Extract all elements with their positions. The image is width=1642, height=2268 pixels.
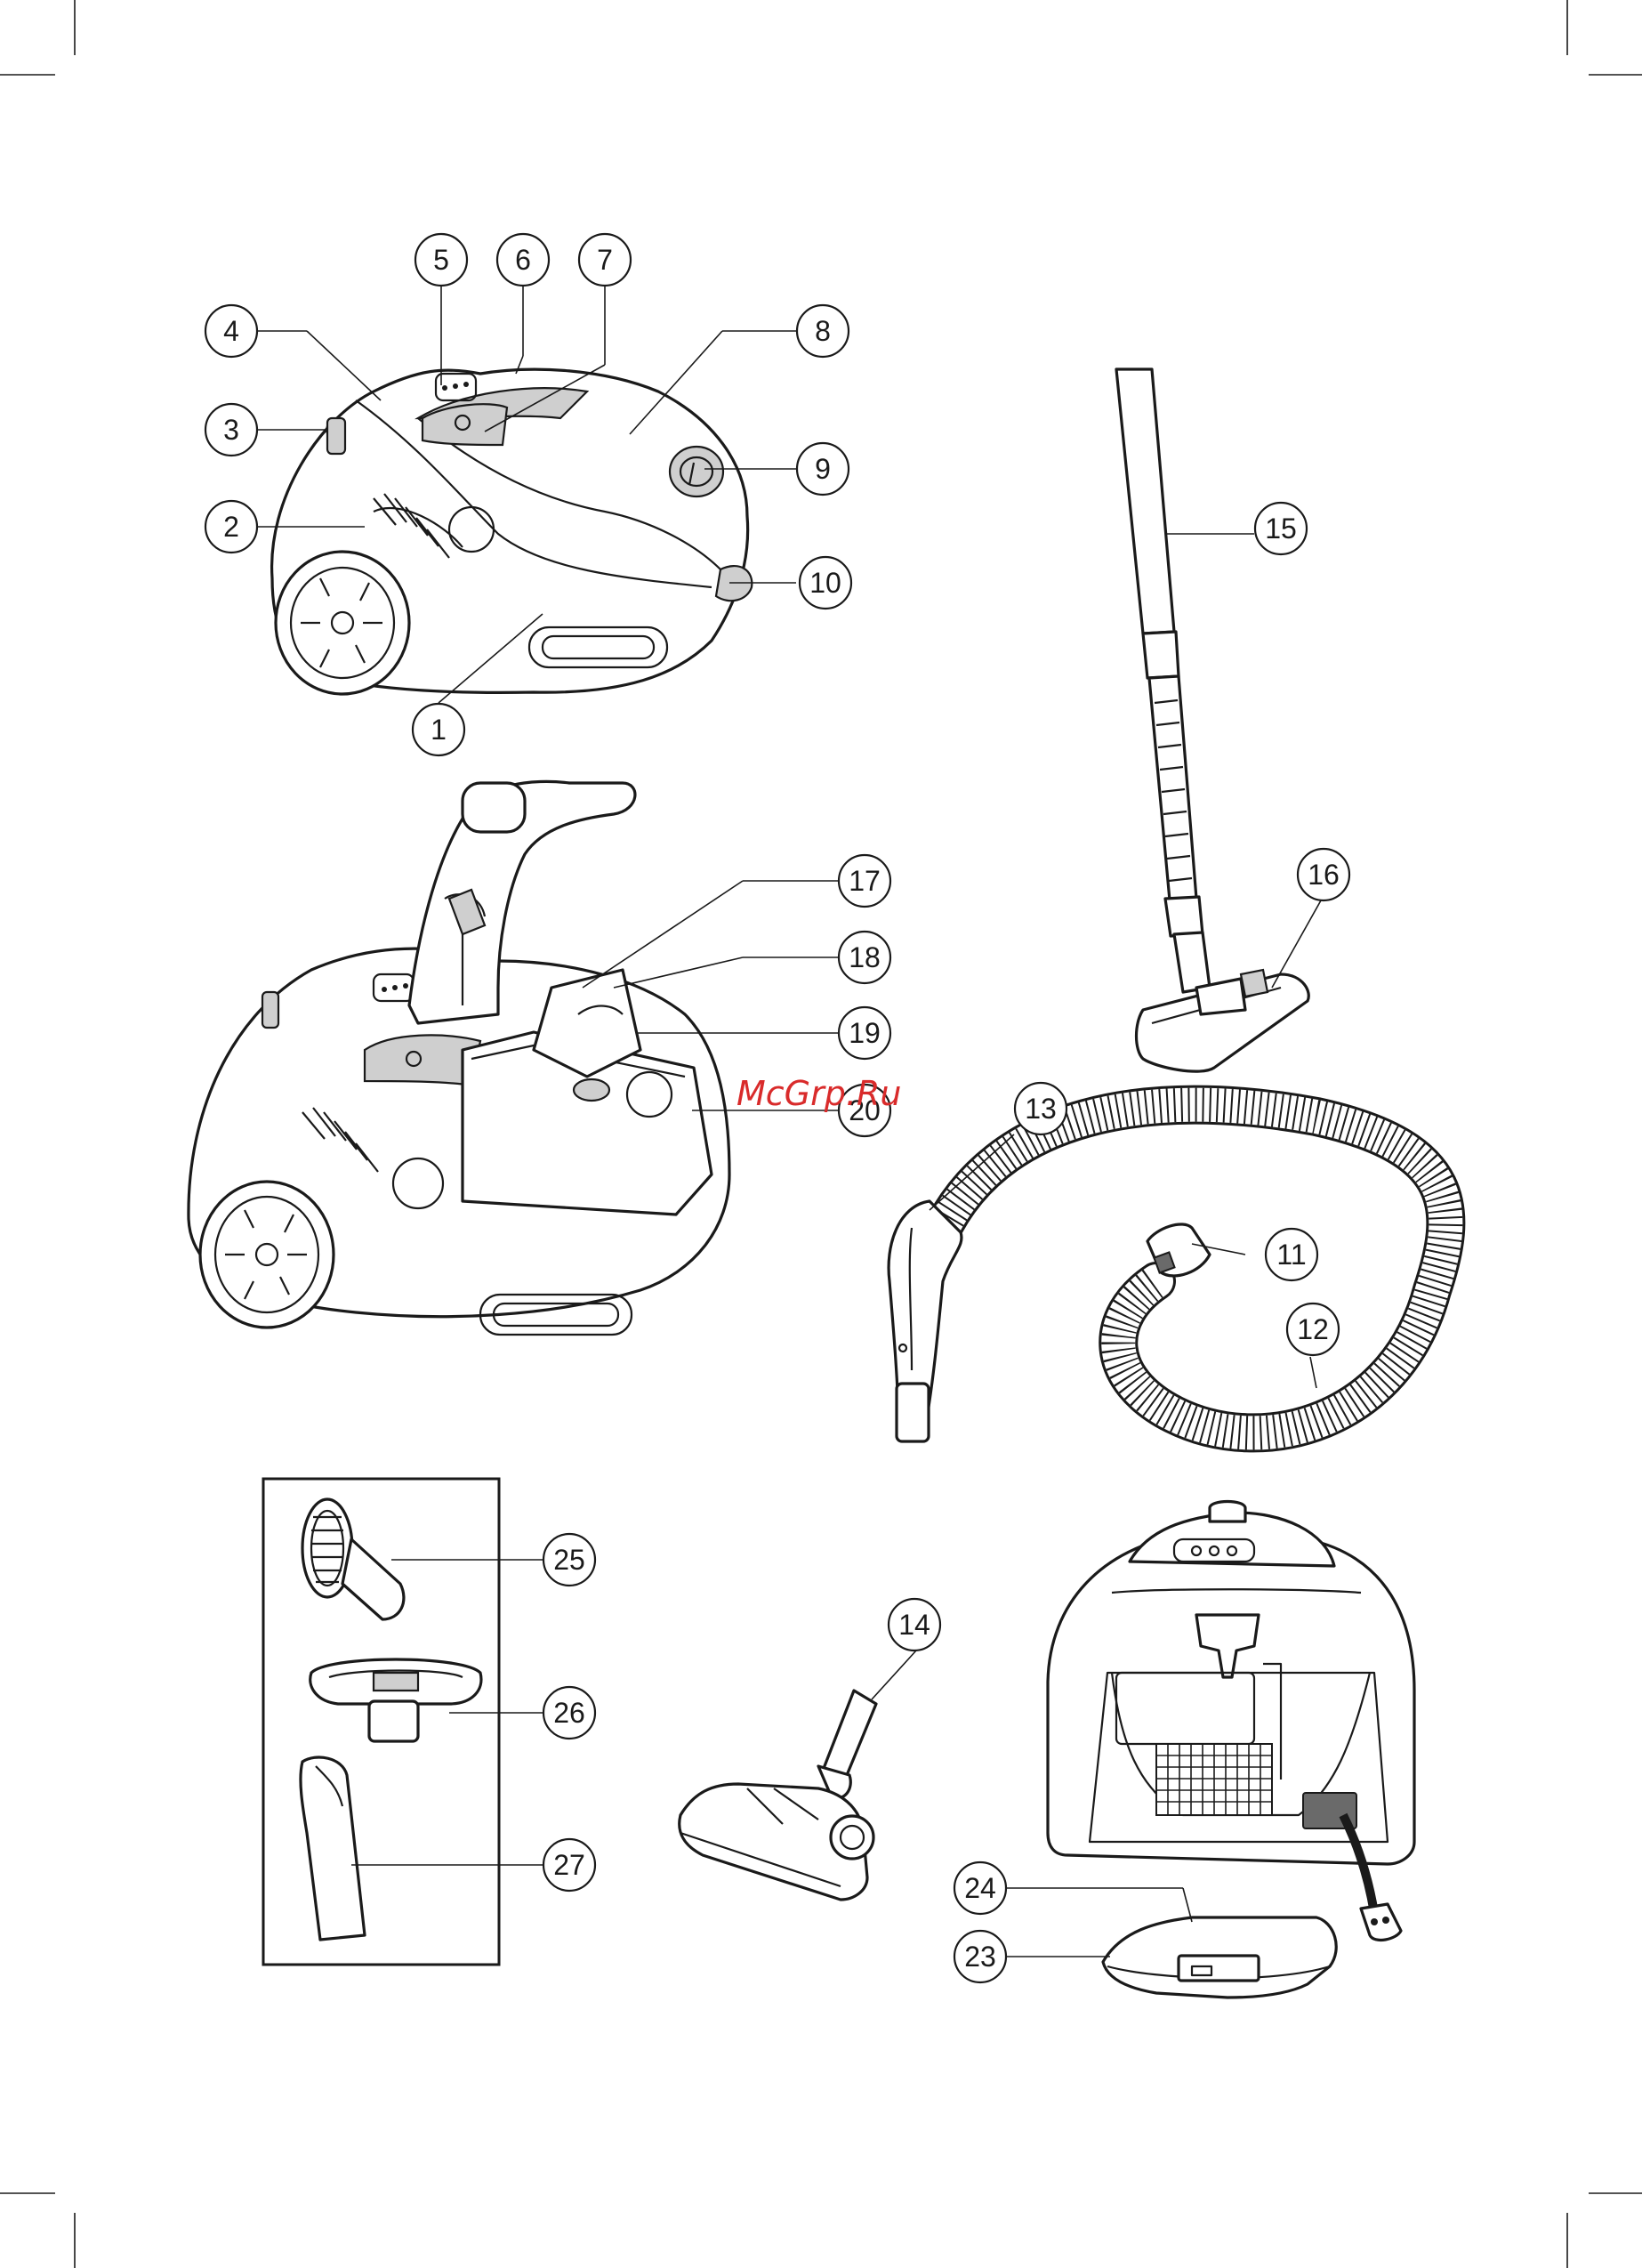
callout-14: 14 [889,1599,940,1651]
callout-15: 15 [1255,503,1307,554]
vacuum-open-illustration [189,781,729,1335]
callout-9: 9 [797,443,849,495]
callout-5: 5 [415,234,467,286]
callout-3-label: 3 [223,414,239,446]
callout-12-label: 12 [1297,1313,1329,1345]
callout-16-label: 16 [1308,859,1340,891]
exhaust-cover-illustration [1103,1917,1336,1998]
accessory-box [263,1479,499,1965]
callout-3: 3 [205,404,257,456]
callout-11: 11 [1266,1229,1317,1280]
callout-19: 19 [839,1007,890,1059]
callout-10: 10 [800,557,851,609]
callout-6-label: 6 [515,244,531,276]
callout-2-label: 2 [223,511,239,543]
callout-18: 18 [839,932,890,983]
callout-27-label: 27 [553,1849,585,1881]
callout-18-label: 18 [849,941,881,973]
callout-26-label: 26 [553,1697,585,1729]
callout-13: 13 [1015,1083,1066,1134]
watermark-text: McGrp.Ru [736,1074,901,1113]
callout-9-label: 9 [815,453,831,485]
callout-4-label: 4 [223,315,239,347]
callout-13-label: 13 [1025,1093,1057,1125]
callout-7: 7 [579,234,631,286]
callout-17-label: 17 [849,865,881,897]
callout-12: 12 [1287,1303,1339,1355]
callout-25-label: 25 [553,1544,585,1576]
callout-5-label: 5 [433,244,449,276]
callout-8-label: 8 [815,315,831,347]
callout-6: 6 [497,234,549,286]
callout-24: 24 [954,1862,1006,1914]
callout-25: 25 [543,1534,595,1586]
vacuum-main-illustration [272,369,753,694]
callout-4: 4 [205,305,257,357]
callout-26: 26 [543,1687,595,1739]
callout-11-label: 11 [1276,1239,1306,1271]
callout-16: 16 [1298,849,1349,900]
callout-27: 27 [543,1839,595,1891]
callout-8: 8 [797,305,849,357]
turbo-brush-illustration [680,1691,876,1900]
tube-and-floor-nozzle-illustration [1116,369,1308,1071]
callout-15-label: 15 [1265,513,1297,545]
callout-17: 17 [839,855,890,907]
callout-23: 23 [954,1931,1006,1982]
callout-1: 1 [413,704,464,755]
callout-19-label: 19 [849,1017,881,1049]
callout-1-label: 1 [431,714,447,746]
callout-24-label: 24 [964,1872,996,1904]
hose-illustration [889,1105,1445,1441]
callout-23-label: 23 [964,1941,996,1973]
vacuum-rear-illustration [1048,1502,1414,1941]
callout-10-label: 10 [809,567,841,599]
callout-14-label: 14 [898,1609,930,1641]
callout-7-label: 7 [597,244,613,276]
callout-2: 2 [205,501,257,553]
filter-grille [1156,1744,1272,1815]
